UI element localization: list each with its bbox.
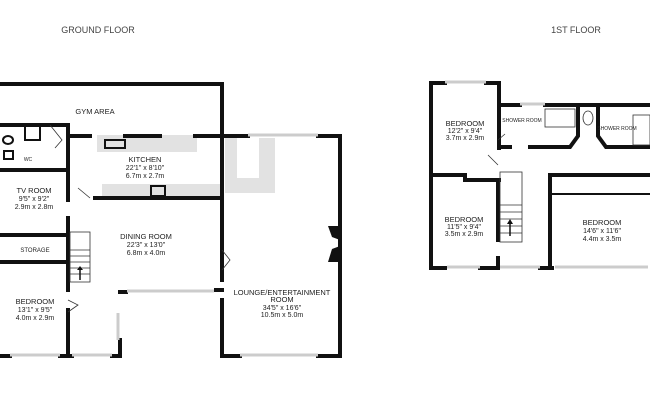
room-dims-imperial: 34'5" x 16'6" bbox=[263, 305, 302, 312]
room-dims-metric: 3.7m x 2.9m bbox=[446, 135, 485, 142]
room-name: LOUNGE/ENTERTAINMENT bbox=[234, 288, 331, 297]
room-dims-imperial: 22'1" x 8'10" bbox=[126, 165, 165, 172]
room-dims-imperial: 12'2" x 9'4" bbox=[448, 128, 483, 135]
room-dims-imperial: 11'5" x 9'4" bbox=[447, 224, 481, 231]
room-dims-metric: 6.8m x 4.0m bbox=[127, 250, 166, 257]
toilet-icon bbox=[2, 135, 14, 145]
room-name: KITCHEN bbox=[129, 155, 162, 164]
first-floor-plan: BEDROOM 12'2" x 9'4" 3.7m x 2.9m SHOWER … bbox=[429, 80, 650, 270]
room-dims-metric: 2.9m x 2.8m bbox=[15, 204, 54, 211]
room-bedroom-2: BEDROOM 11'5" x 9'4" 3.5m x 2.9m bbox=[445, 215, 484, 238]
room-name-line2: ROOM bbox=[270, 295, 293, 304]
ground-floor-title: GROUND FLOOR bbox=[61, 25, 135, 35]
staircase bbox=[69, 231, 91, 283]
room-dims-metric: 4.0m x 2.9m bbox=[16, 315, 55, 322]
room-bedroom-1: BEDROOM 12'2" x 9'4" 3.7m x 2.9m bbox=[446, 119, 485, 142]
room-name: BEDROOM bbox=[583, 218, 622, 227]
shower-tray-icon bbox=[544, 108, 576, 128]
room-dining: DINING ROOM 22'3" x 13'0" 6.8m x 4.0m bbox=[120, 232, 172, 257]
room-lounge: LOUNGE/ENTERTAINMENT ROOM 34'5" x 16'6" … bbox=[234, 288, 331, 319]
fireplace-icon bbox=[328, 226, 340, 240]
room-label-gym: GYM AREA bbox=[75, 107, 114, 116]
room-name: BEDROOM bbox=[446, 119, 485, 128]
room-name: TV ROOM bbox=[17, 186, 52, 195]
room-label-shower-room-2: SHOWER ROOM bbox=[597, 126, 636, 132]
room-kitchen: KITCHEN 22'1" x 8'10" 6.7m x 2.7m bbox=[126, 155, 165, 180]
shower-tray-icon bbox=[632, 114, 650, 146]
room-dims-metric: 4.4m x 3.5m bbox=[583, 236, 622, 243]
room-dims-imperial: 14'6" x 11'6" bbox=[583, 228, 621, 235]
room-label-wc: WC bbox=[24, 157, 33, 163]
room-dims-imperial: 9'5" x 9'2" bbox=[19, 196, 50, 203]
first-floor-title: 1ST FLOOR bbox=[551, 25, 601, 35]
room-name: BEDROOM bbox=[445, 215, 484, 224]
basin-icon bbox=[3, 150, 14, 160]
staircase bbox=[499, 171, 523, 243]
room-name: BEDROOM bbox=[16, 297, 55, 306]
room-label-shower-room-1: SHOWER ROOM bbox=[502, 118, 541, 124]
room-bedroom-3: BEDROOM 14'6" x 11'6" 4.4m x 3.5m bbox=[583, 218, 622, 243]
room-dims-imperial: 22'3" x 13'0" bbox=[127, 242, 166, 249]
kitchen-island-counter bbox=[102, 184, 222, 197]
sink-icon bbox=[104, 139, 126, 149]
room-dims-imperial: 13'1" x 9'5" bbox=[18, 307, 53, 314]
room-name: DINING ROOM bbox=[120, 232, 172, 241]
room-dims-metric: 10.5m x 5.0m bbox=[261, 312, 304, 319]
room-dims-metric: 6.7m x 2.7m bbox=[126, 173, 165, 180]
toilet-icon bbox=[582, 110, 594, 126]
room-label-storage: STORAGE bbox=[20, 248, 49, 254]
room-bedroom-ground: BEDROOM 13'1" x 9'5" 4.0m x 2.9m bbox=[16, 297, 55, 322]
room-dims-metric: 3.5m x 2.9m bbox=[445, 231, 484, 238]
room-tv: TV ROOM 9'5" x 9'2" 2.9m x 2.8m bbox=[15, 186, 54, 211]
ground-floor-plan: GYM AREA WC KITCHEN 22'1" x 8'10" 6.7m x… bbox=[0, 82, 342, 358]
